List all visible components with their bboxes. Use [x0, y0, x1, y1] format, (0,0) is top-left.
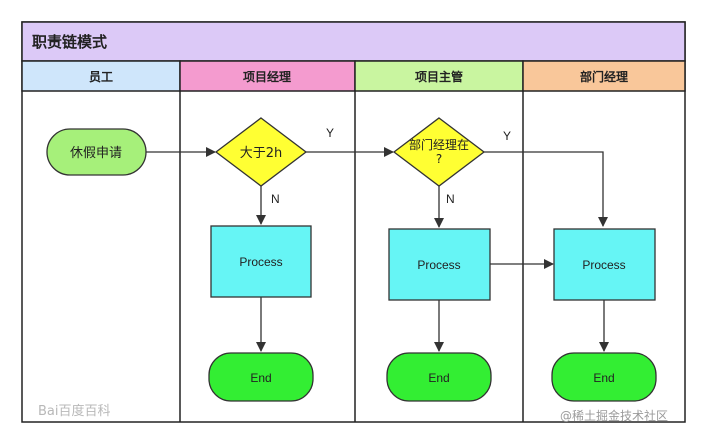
lane-header-project-manager	[179, 60, 356, 92]
process-node-3	[553, 228, 656, 301]
edge-decision2-yes	[484, 151, 608, 227]
end-node-3	[551, 352, 657, 402]
decision-node-2	[392, 117, 486, 187]
watermark-left: Bai百度百科	[38, 404, 111, 419]
process-node-1-label: Process	[239, 255, 282, 269]
edge-label-no-1: N	[271, 192, 280, 206]
lane-label-project-supervisor: 项目主管	[415, 69, 463, 84]
end-node-2	[386, 352, 492, 402]
start-node-label: 休假申请	[70, 146, 122, 161]
edge-label-yes-1: Y	[326, 126, 334, 140]
title-bar	[21, 21, 686, 62]
process-node-2-label: Process	[417, 258, 460, 272]
start-node	[46, 128, 147, 176]
diagram-title: 职责链模式	[32, 33, 107, 51]
lane-header-employee	[21, 60, 181, 92]
decision-node-1	[214, 117, 308, 187]
watermark-right: @稀土掘金技术社区	[560, 409, 669, 423]
lane-header-department-manager	[522, 60, 686, 92]
process-node-3-label: Process	[582, 258, 625, 272]
edge-label-yes-2: Y	[503, 129, 511, 143]
end-node-2-label: End	[428, 371, 449, 385]
process-node-1	[210, 225, 312, 298]
lane-label-department-manager: 部门经理	[580, 69, 628, 84]
end-node-3-label: End	[593, 371, 614, 385]
lane-label-employee: 员工	[89, 70, 113, 84]
decision-node-2-label-line1: 部门经理在	[409, 137, 469, 152]
end-node-1-label: End	[250, 371, 271, 385]
edge-label-no-2: N	[446, 192, 455, 206]
lane-label-project-manager: 项目经理	[243, 69, 291, 84]
decision-node-2-label-line2: ?	[436, 152, 442, 166]
process-node-2	[388, 228, 491, 301]
end-node-1	[208, 352, 314, 402]
decision-node-1-label: 大于2h	[240, 146, 283, 161]
